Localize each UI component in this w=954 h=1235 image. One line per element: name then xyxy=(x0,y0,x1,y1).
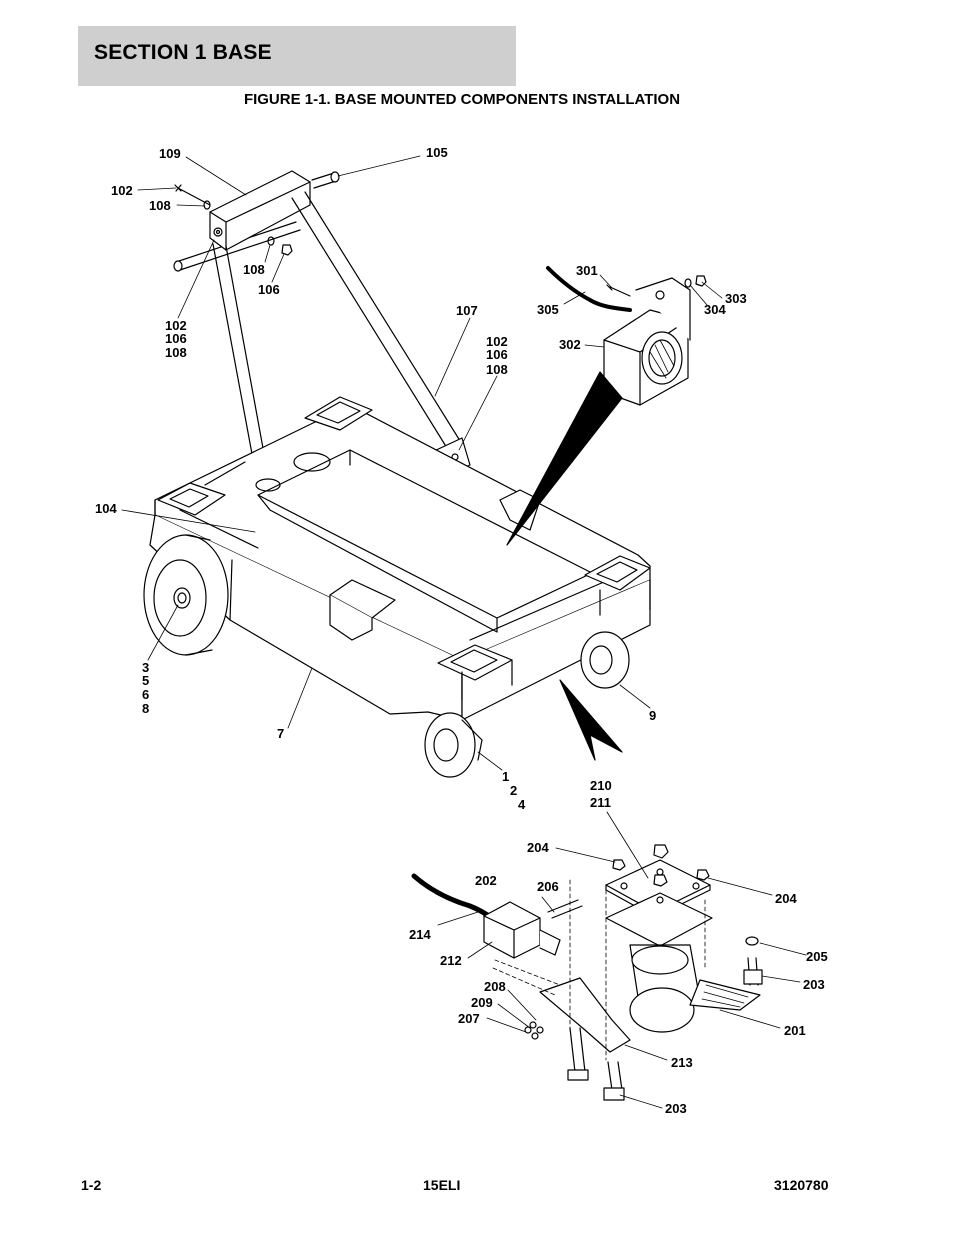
section-header: SECTION 1 BASE xyxy=(78,26,516,86)
alarm-assembly xyxy=(546,266,707,406)
section-title: SECTION 1 BASE xyxy=(94,41,272,64)
callout-3: 3 xyxy=(142,660,149,675)
callout-211: 211 xyxy=(590,795,611,810)
callout-5: 5 xyxy=(142,673,149,688)
callout-205: 205 xyxy=(806,949,828,964)
callout-9: 9 xyxy=(649,708,656,723)
callout-102: 102 xyxy=(111,183,133,198)
detail-arrow-lower xyxy=(559,679,623,761)
callout-207: 207 xyxy=(458,1011,480,1026)
callout-108: 108 xyxy=(149,198,171,213)
callout-105: 105 xyxy=(426,145,448,160)
callout-203: 203 xyxy=(803,977,825,992)
callout-108: 108 xyxy=(165,345,187,360)
callout-4: 4 xyxy=(518,797,526,812)
callout-302: 302 xyxy=(559,337,581,352)
document-number: 3120780 xyxy=(774,1177,829,1193)
callout-102: 102 xyxy=(165,318,187,333)
callout-7: 7 xyxy=(277,726,284,741)
leader-lines xyxy=(121,155,807,1109)
cart-base xyxy=(149,396,651,721)
callout-102: 102 xyxy=(486,334,508,349)
callout-208: 208 xyxy=(484,979,506,994)
callout-104: 104 xyxy=(95,501,117,516)
caster-wheel-rear xyxy=(580,631,630,689)
callout-213: 213 xyxy=(671,1055,693,1070)
callout-303: 303 xyxy=(725,291,747,306)
callout-108: 108 xyxy=(243,262,265,277)
figure-title: FIGURE 1-1. BASE MOUNTED COMPONENTS INST… xyxy=(0,91,954,108)
caster-switch-assembly xyxy=(411,844,763,1101)
callout-209: 209 xyxy=(471,995,493,1010)
callout-301: 301 xyxy=(576,263,598,278)
page-number: 1-2 xyxy=(81,1177,102,1193)
callout-108: 108 xyxy=(486,362,508,377)
detail-arrow-upper xyxy=(506,371,623,546)
callout-202: 202 xyxy=(475,873,497,888)
callout-2: 2 xyxy=(510,783,517,798)
callout-204: 204 xyxy=(775,891,797,906)
callout-106: 106 xyxy=(486,347,508,362)
callout-212: 212 xyxy=(440,953,462,968)
callout-203: 203 xyxy=(665,1101,687,1116)
callout-1: 1 xyxy=(502,769,509,784)
callout-8: 8 xyxy=(142,701,149,716)
callout-206: 206 xyxy=(537,879,559,894)
callout-210: 210 xyxy=(590,778,612,793)
callout-214: 214 xyxy=(409,927,431,942)
callout-109: 109 xyxy=(159,146,181,161)
caster-wheel-front xyxy=(424,712,483,778)
figure-title-text: FIGURE 1-1. BASE MOUNTED COMPONENTS INST… xyxy=(243,91,681,108)
callout-107: 107 xyxy=(456,303,478,318)
callout-305: 305 xyxy=(537,302,559,317)
callout-6: 6 xyxy=(142,687,149,702)
callout-304: 304 xyxy=(704,302,726,317)
callout-201: 201 xyxy=(784,1023,806,1038)
main-wheel xyxy=(143,534,229,656)
callout-labels: 109 105 102 108 108 106 102 106 108 107 … xyxy=(95,145,828,1116)
callout-106: 106 xyxy=(165,331,187,346)
callout-204: 204 xyxy=(527,840,549,855)
callout-106: 106 xyxy=(258,282,280,297)
model-name: 15ELI xyxy=(423,1177,461,1193)
